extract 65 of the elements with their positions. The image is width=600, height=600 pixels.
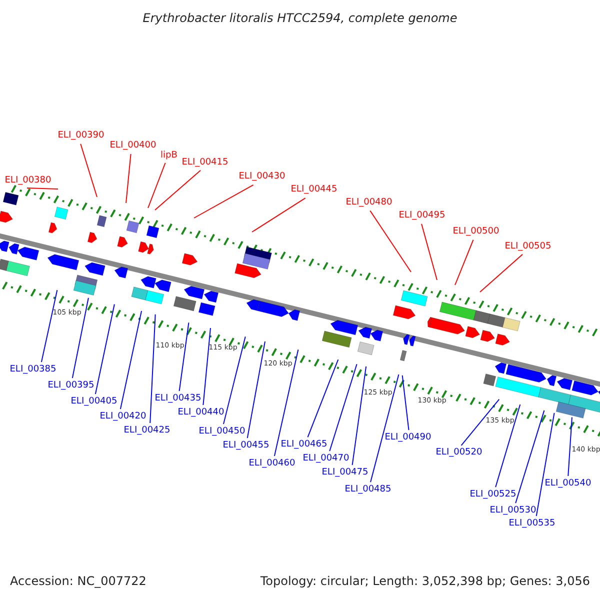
leader-line (26, 188, 58, 190)
leader-line (202, 327, 211, 406)
gene-label: ELI_00535 (508, 520, 556, 528)
leader-line (307, 359, 339, 438)
diagram-title: Erythrobacter litoralis HTCC2594, complete genome (142, 12, 458, 24)
leader-line (495, 404, 521, 488)
accession-text: Accession: NC_007722 (10, 575, 146, 587)
leader-line (252, 198, 306, 232)
gene-label: ELI_00475 (322, 468, 368, 478)
leader-line (480, 254, 523, 292)
gene-label: ELI_00480 (346, 198, 392, 208)
leader-line (126, 154, 132, 204)
gene-label: ELI_00495 (398, 212, 446, 220)
leader-line (370, 210, 412, 272)
leader-line (370, 374, 400, 483)
leader-line (515, 410, 545, 504)
gene-label: ELI_00450 (198, 428, 246, 436)
leader-line (150, 314, 156, 424)
gene-label: ELI_00380 (4, 176, 52, 186)
gene-label: ELI_00415 (182, 158, 228, 168)
leader-line (329, 364, 358, 452)
leader-line (246, 340, 266, 439)
gene-label: ELI_00525 (470, 490, 516, 500)
leader-line (178, 322, 190, 392)
leader-line (194, 184, 254, 218)
gene-label: ELI_00425 (124, 426, 170, 436)
gene-label: ELI_00395 (48, 382, 94, 390)
gene-label: ELI_00405 (70, 398, 118, 406)
leader-line (148, 162, 166, 208)
gene-label: ELI_00400 (110, 142, 156, 150)
leader-line (154, 170, 201, 210)
gene-label: ELI_00460 (248, 460, 296, 468)
gene-label: ELI_00385 (10, 366, 56, 374)
gene-label: ELI_00465 (280, 440, 328, 450)
gene-label: ELI_00505 (504, 242, 552, 252)
gene-label: ELI_00435 (154, 394, 202, 404)
leader-line (454, 239, 474, 286)
gene-label: ELI_00485 (344, 486, 392, 494)
gene-label: ELI_00530 (490, 506, 536, 516)
leader-line (94, 304, 115, 395)
leader-line (402, 374, 410, 431)
leader-line (80, 143, 98, 198)
gene-label: ELI_00445 (290, 186, 338, 194)
leader-line (536, 412, 555, 517)
leader-line (274, 349, 299, 457)
leader-line (40, 290, 58, 363)
gene-label: ELI_00420 (100, 412, 146, 422)
leader-line (568, 416, 572, 476)
gene-label: ELI_00455 (222, 442, 270, 450)
leader-line (460, 398, 500, 446)
leader-line (120, 310, 142, 410)
gene-label: ELI_00430 (238, 172, 286, 182)
leader-line (421, 223, 438, 280)
gene-label: ELI_00520 (436, 448, 482, 458)
gene-label: ELI_00440 (178, 408, 224, 418)
leader-line (352, 366, 367, 466)
gene-label: ELI_00470 (302, 454, 350, 464)
gene-label: ELI_00390 (58, 132, 104, 140)
gene-label: ELI_00540 (544, 480, 592, 488)
gene-label: lipB (160, 152, 178, 160)
genome-info-text: Topology: circular; Length: 3,052,398 bp; Genes: 3,056 (260, 575, 590, 587)
leader-line (72, 297, 89, 379)
gene-label: ELI_00500 (452, 228, 500, 236)
gene-label: ELI_00490 (384, 434, 432, 442)
leader-line (222, 336, 246, 425)
